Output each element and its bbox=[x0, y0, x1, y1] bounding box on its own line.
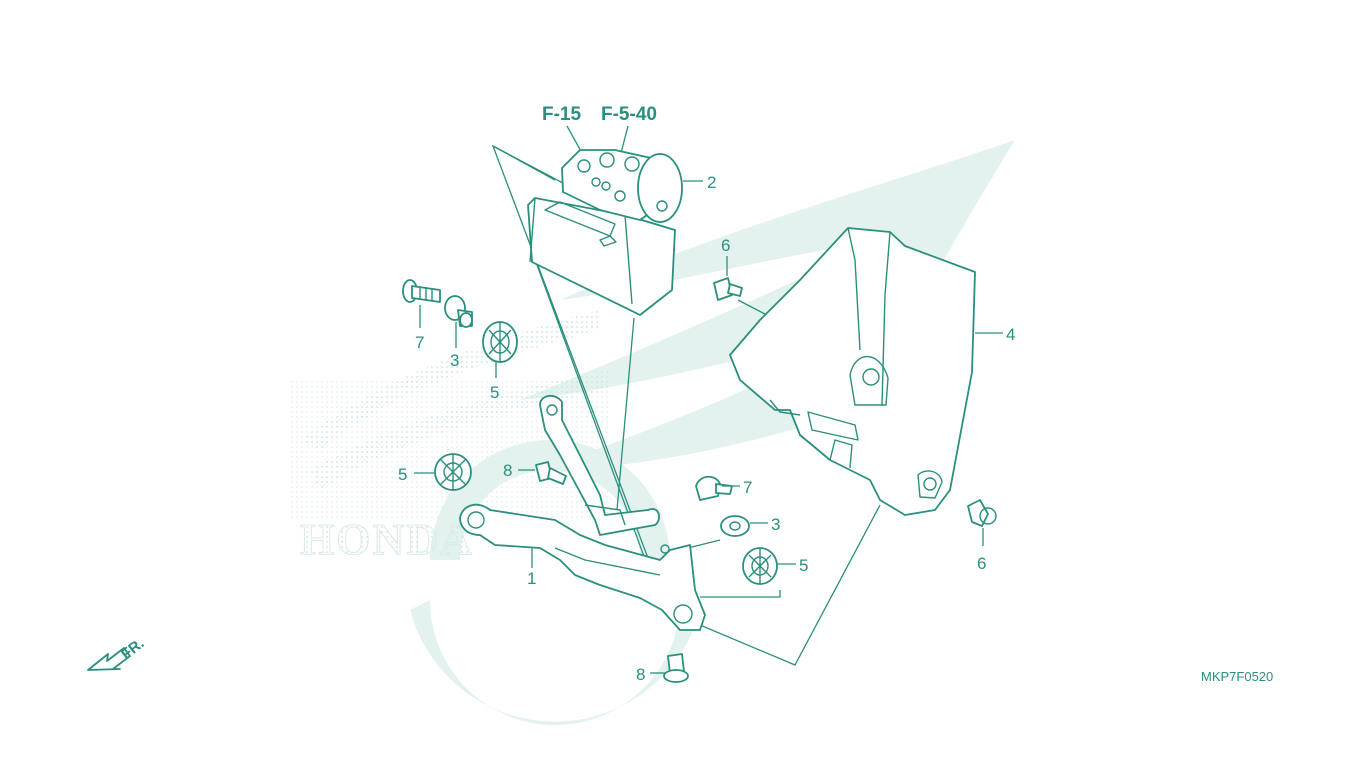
front-arrow-icon bbox=[87, 647, 131, 671]
callout-6-bottom[interactable]: 6 bbox=[977, 554, 986, 573]
callout-3-right[interactable]: 3 bbox=[771, 515, 780, 534]
callout-8-lower[interactable]: 8 bbox=[636, 665, 645, 684]
grommet-5-right[interactable] bbox=[742, 547, 778, 585]
callout-7-right[interactable]: 7 bbox=[743, 478, 752, 497]
ref-leader-f15 bbox=[566, 125, 583, 154]
callout-2[interactable]: 2 bbox=[707, 173, 716, 192]
abs-bracket-part[interactable] bbox=[459, 395, 706, 631]
callout-7-left[interactable]: 7 bbox=[415, 333, 424, 352]
diagram-code: MKP7F0520 bbox=[1201, 669, 1273, 684]
callout-8-upper[interactable]: 8 bbox=[503, 461, 512, 480]
bolt-8-upper[interactable] bbox=[535, 461, 567, 485]
bolt-6-top[interactable] bbox=[713, 277, 743, 301]
watermark-text: HONDA bbox=[300, 515, 474, 564]
grommet-5-top[interactable] bbox=[482, 321, 518, 363]
callout-4[interactable]: 4 bbox=[1006, 325, 1015, 344]
bolt-6-bottom[interactable] bbox=[967, 499, 997, 527]
callout-6-top[interactable]: 6 bbox=[721, 236, 730, 255]
bolt-7-right[interactable] bbox=[695, 475, 733, 501]
collar-3-left[interactable] bbox=[444, 295, 473, 328]
assembly-guide-lines bbox=[491, 144, 881, 666]
abs-modulator-part[interactable] bbox=[527, 149, 683, 316]
callout-1[interactable]: 1 bbox=[527, 569, 536, 588]
callout-5-right[interactable]: 5 bbox=[799, 556, 808, 575]
callout-3-left[interactable]: 3 bbox=[450, 351, 459, 370]
ref-leader-f540 bbox=[620, 125, 629, 154]
grommet-5-left[interactable] bbox=[434, 453, 472, 491]
bolt-8-lower[interactable] bbox=[663, 653, 689, 683]
collar-3-right[interactable] bbox=[720, 515, 750, 537]
ref-label-f540[interactable]: F-5-40 bbox=[601, 104, 657, 125]
ref-label-f15[interactable]: F-15 bbox=[542, 104, 582, 125]
bolt-7-left[interactable] bbox=[402, 279, 441, 303]
callout-5-top[interactable]: 5 bbox=[490, 383, 499, 402]
callout-5-left[interactable]: 5 bbox=[398, 465, 407, 484]
abs-cover-part[interactable] bbox=[729, 227, 976, 516]
